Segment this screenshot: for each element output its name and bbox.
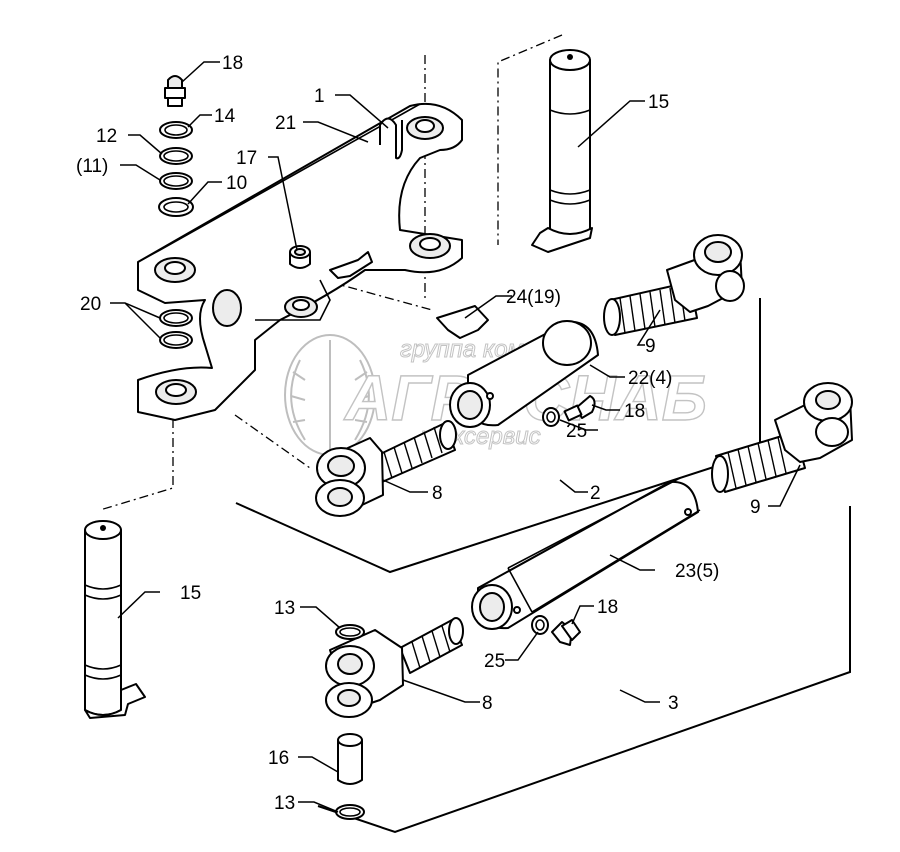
label-2: 2 — [590, 483, 601, 504]
label-16: 16 — [268, 748, 289, 769]
label-15-lower: 15 — [180, 583, 201, 604]
pin-15-lower — [84, 520, 146, 719]
label-25-lower: 25 — [484, 651, 505, 672]
lock-plate-24 — [436, 305, 489, 339]
leader-lines — [110, 61, 801, 813]
sleeve-22 — [449, 320, 599, 428]
label-18-top: 18 — [222, 53, 243, 74]
label-17: 17 — [236, 148, 257, 169]
washer-25-middle — [542, 407, 560, 427]
pin-15-upper — [531, 49, 593, 253]
grease-nipple-18-lower — [551, 619, 581, 646]
label-18-lower: 18 — [597, 597, 618, 618]
assembly-2-bracket — [235, 298, 761, 574]
rod-end-8-lower — [325, 617, 464, 718]
label-25-middle: 25 — [566, 421, 587, 442]
pin-16 — [337, 733, 363, 785]
ring-13-lower — [335, 804, 365, 820]
label-9-upper: 9 — [645, 336, 656, 357]
label-12: 12 — [96, 126, 117, 147]
label-8-upper: 8 — [432, 483, 443, 504]
split-pin-1 — [379, 117, 403, 160]
label-22: 22(4) — [628, 368, 672, 389]
grease-nipple-18-middle — [563, 395, 596, 422]
label-18-middle: 18 — [624, 401, 645, 422]
label-9-lower: 9 — [750, 497, 761, 518]
rod-end-8-upper — [315, 420, 457, 517]
label-1: 1 — [314, 86, 325, 107]
label-20: 20 — [80, 294, 101, 315]
washer-25-lower — [531, 615, 549, 635]
grease-nipple-18-top — [164, 75, 186, 107]
label-13-upper: 13 — [274, 598, 295, 619]
label-8-lower: 8 — [482, 693, 493, 714]
ring-13-upper — [335, 624, 365, 640]
clip-plate — [329, 251, 373, 279]
label-13-lower: 13 — [274, 793, 295, 814]
sleeve-23 — [471, 477, 701, 630]
bushing-17 — [289, 245, 311, 269]
label-11: (11) — [76, 156, 108, 177]
label-15-upper: 15 — [648, 92, 669, 113]
washers-20 — [159, 309, 193, 349]
label-23: 23(5) — [675, 561, 719, 582]
callout-labels: 18 14 12 (11) 10 20 1 21 17 15 24(19) 9 … — [76, 53, 761, 814]
label-21: 21 — [275, 113, 296, 134]
label-14: 14 — [214, 106, 236, 127]
label-3: 3 — [668, 693, 679, 714]
label-24: 24(19) — [506, 287, 561, 308]
washer-stack — [158, 121, 194, 217]
rod-end-9-lower — [711, 382, 853, 493]
rod-end-9-upper — [603, 234, 745, 336]
label-10: 10 — [226, 173, 247, 194]
